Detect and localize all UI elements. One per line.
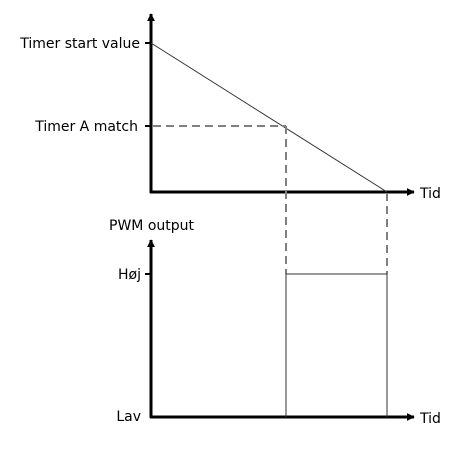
timer-x-axis-label: Tid (419, 186, 441, 202)
timer-graph: Timer start value Timer A match Tid (19, 13, 441, 202)
pwm-low-label: Lav (116, 409, 141, 425)
pwm-x-axis-label: Tid (419, 411, 441, 427)
timer-start-value-label: Timer start value (19, 36, 140, 52)
pwm-high-label: Høj (118, 267, 141, 283)
timer-countdown-line (150, 42, 388, 193)
pwm-output-label: PWM output (109, 218, 195, 234)
pwm-pulse (285, 273, 388, 417)
pwm-graph: PWM output Høj Lav Tid (109, 218, 441, 427)
connector-lines (285, 126, 388, 274)
timer-a-match-label: Timer A match (34, 119, 138, 135)
